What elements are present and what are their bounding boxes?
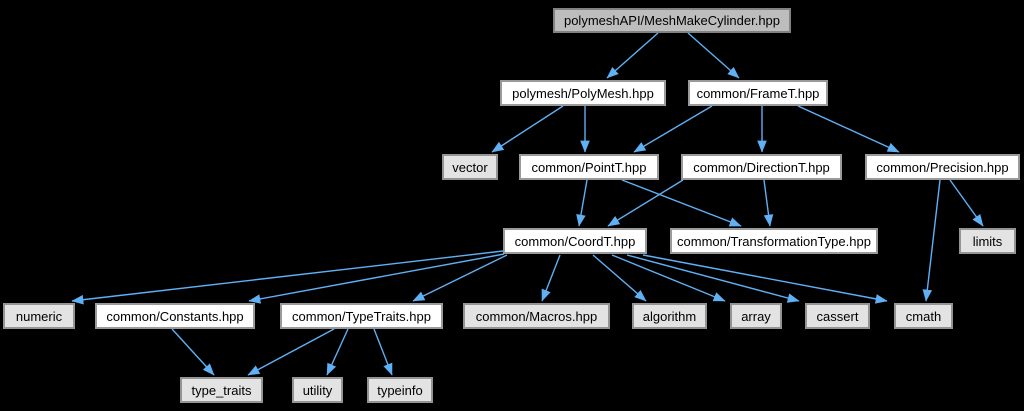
edge-precision-limits	[949, 179, 984, 227]
node-label-pointt: common/PointT.hpp	[531, 159, 647, 175]
node-numeric[interactable]: numeric	[3, 303, 75, 329]
node-directiont[interactable]: common/DirectionT.hpp	[681, 154, 842, 180]
node-macros[interactable]: common/Macros.hpp	[463, 303, 610, 329]
node-precision[interactable]: common/Precision.hpp	[865, 154, 1020, 180]
edge-coordt-macros	[541, 254, 561, 302]
node-label-limits: limits	[972, 233, 1003, 249]
node-typetraits[interactable]: common/TypeTraits.hpp	[280, 303, 443, 329]
node-label-polymesh: polymesh/PolyMesh.hpp	[512, 85, 654, 101]
edge-typetraits-utility	[326, 328, 349, 376]
node-label-array: array	[741, 308, 771, 324]
node-label-typeinfo: typeinfo	[377, 382, 423, 398]
edge-framet-pointt	[633, 105, 713, 153]
node-array[interactable]: array	[730, 303, 782, 329]
node-cassert[interactable]: cassert	[805, 303, 870, 329]
node-label-vector: vector	[452, 159, 488, 175]
node-cmath[interactable]: cmath	[894, 303, 953, 329]
edge-directiont-coordt	[607, 179, 684, 227]
node-label-numeric: numeric	[15, 308, 63, 324]
node-label-typetraits: common/TypeTraits.hpp	[292, 308, 431, 324]
node-label-type_traits: type_traits	[191, 382, 252, 398]
edge-precision-cmath	[922, 179, 941, 302]
node-utility[interactable]: utility	[292, 377, 343, 403]
node-meshmakecylinder: polymeshAPI/MeshMakeCylinder.hpp	[553, 8, 791, 33]
node-typeinfo[interactable]: typeinfo	[367, 377, 433, 403]
node-label-cassert: cassert	[816, 308, 859, 324]
node-vector[interactable]: vector	[442, 154, 498, 180]
edge-meshmakecylinder-polymesh	[606, 32, 659, 79]
edge-coordt-numeric	[71, 250, 504, 305]
node-label-framet: common/FrameT.hpp	[696, 85, 820, 101]
node-framet[interactable]: common/FrameT.hpp	[688, 80, 828, 106]
edge-constants-type_traits	[171, 328, 215, 376]
edge-meshmakecylinder-framet	[687, 32, 740, 79]
node-label-coordt: common/CoordT.hpp	[514, 233, 636, 249]
edge-typetraits-typeinfo	[373, 328, 393, 376]
node-pointt[interactable]: common/PointT.hpp	[519, 154, 659, 180]
node-algorithm[interactable]: algorithm	[632, 303, 707, 329]
node-label-algorithm: algorithm	[642, 308, 697, 324]
edge-coordt-cassert	[626, 254, 800, 303]
node-coordt[interactable]: common/CoordT.hpp	[503, 228, 647, 254]
node-transformationtype[interactable]: common/TransformationType.hpp	[670, 228, 878, 254]
edge-coordt-array	[611, 254, 726, 302]
node-label-precision: common/Precision.hpp	[876, 159, 1009, 175]
edge-pointt-coordt	[576, 179, 588, 227]
edge-coordt-typetraits	[412, 254, 508, 302]
edge-coordt-constants	[248, 253, 505, 304]
edge-pointt-transformationtype	[621, 179, 742, 227]
node-polymesh[interactable]: polymesh/PolyMesh.hpp	[500, 80, 666, 106]
edge-coordt-cmath	[642, 254, 888, 304]
node-type_traits[interactable]: type_traits	[180, 377, 263, 403]
node-label-utility: utility	[302, 382, 333, 398]
edge-directiont-transformationtype	[763, 179, 774, 227]
node-limits[interactable]: limits	[959, 228, 1016, 254]
edge-typetraits-type_traits	[247, 328, 335, 376]
node-label-transformationtype: common/TransformationType.hpp	[677, 233, 871, 249]
edge-framet-precision	[797, 105, 900, 153]
node-constants[interactable]: common/Constants.hpp	[95, 303, 255, 329]
node-label-cmath: cmath	[905, 308, 942, 324]
edge-polymesh-vector	[491, 105, 564, 153]
node-label-directiont: common/DirectionT.hpp	[693, 159, 830, 175]
node-label-meshmakecylinder: polymeshAPI/MeshMakeCylinder.hpp	[563, 13, 781, 28]
node-label-constants: common/Constants.hpp	[106, 308, 244, 324]
node-label-macros: common/Macros.hpp	[475, 308, 598, 324]
edge-coordt-algorithm	[592, 254, 647, 302]
